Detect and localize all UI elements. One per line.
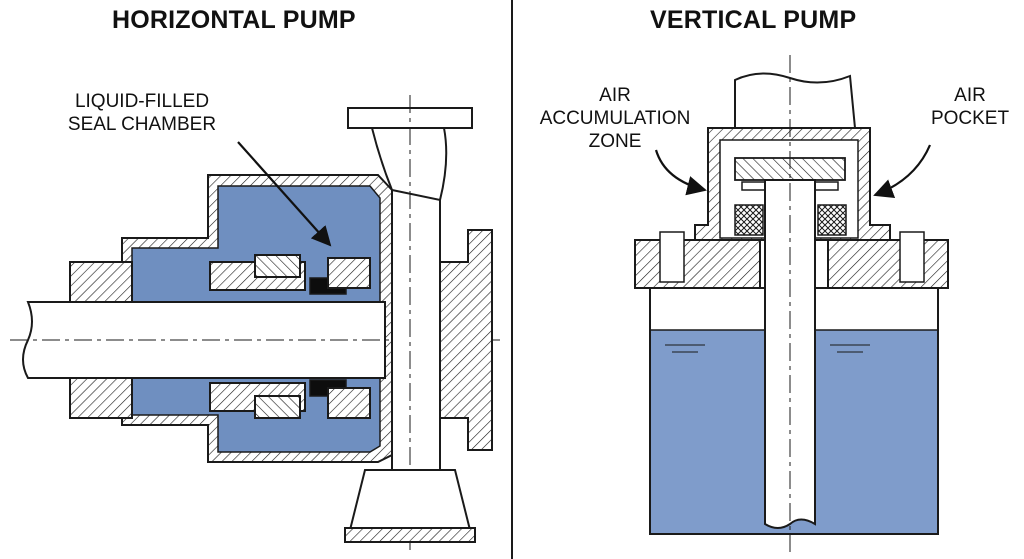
gland-top (69, 261, 133, 303)
air-accumulation-zone-label: AIR ACCUMULATION ZONE (530, 84, 700, 153)
air-pocket-label: AIR POCKET (925, 84, 1015, 130)
horizontal-pump-title: HORIZONTAL PUMP (112, 6, 356, 34)
suction-nozzle (439, 229, 493, 451)
discharge-neck (370, 127, 448, 202)
air-zone-label-line3: ZONE (588, 131, 642, 152)
motor-coupling (734, 72, 857, 129)
pump-foot (348, 469, 472, 531)
vertical-pump-drawing (634, 55, 949, 552)
seal-chamber-label: LIQUID-FILLED SEAL CHAMBER (58, 90, 226, 136)
horizontal-pump-drawing (10, 95, 500, 550)
seal-chamber-arrow (237, 141, 332, 247)
air-pocket-label-line2: POCKET (930, 108, 1010, 129)
pump-casing-volute (391, 183, 441, 499)
mounting-plate-right (827, 239, 949, 289)
packing-left (734, 204, 764, 236)
seal-chamber-label-line1: LIQUID-FILLED (74, 91, 210, 112)
air-zone-label-line2: ACCUMULATION (539, 108, 691, 129)
gland-bottom (69, 377, 133, 419)
seal-ring-bottom (254, 395, 301, 419)
packing-right (817, 204, 847, 236)
seal-chamber-label-line2: SEAL CHAMBER (67, 114, 217, 135)
air-pocket-label-line1: AIR (954, 85, 986, 106)
seal-stationary-bottom (327, 387, 371, 419)
seal-ring-top (254, 254, 301, 278)
air-zone-arrow (654, 149, 707, 196)
vertical-pump-title: VERTICAL PUMP (650, 6, 857, 34)
air-zone-label-line1: AIR (599, 85, 631, 106)
seal-stationary-top (327, 257, 371, 289)
air-pocket-arrow (873, 144, 932, 199)
mounting-plate-left (634, 239, 761, 289)
